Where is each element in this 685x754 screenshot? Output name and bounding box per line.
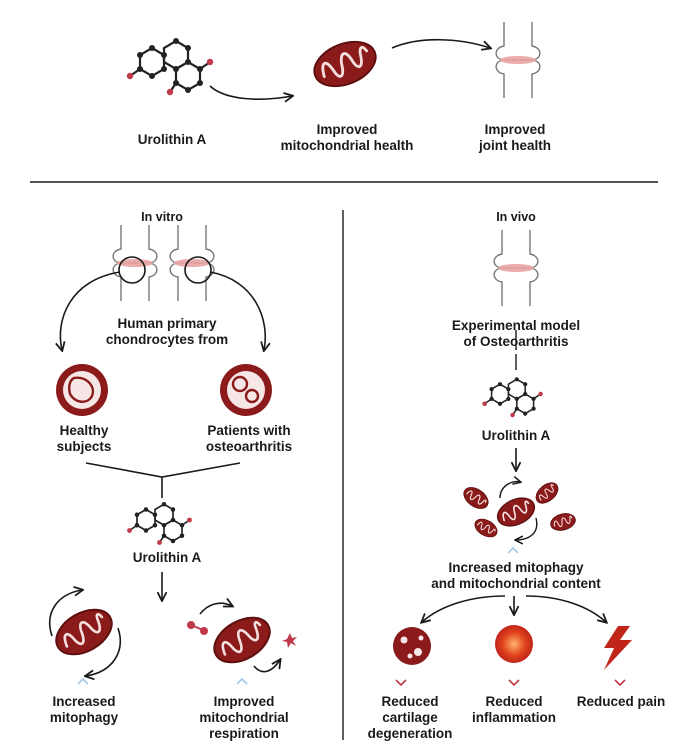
invivo-joint-icon bbox=[493, 229, 539, 307]
arrow-to-patients bbox=[209, 271, 265, 350]
oxygen-molecule-icon bbox=[187, 621, 208, 635]
respiration-arrow-out bbox=[253, 660, 280, 673]
top-mito-label: Improved mitochondrial health bbox=[280, 122, 414, 153]
cartilage-icon bbox=[393, 627, 431, 665]
respiration-label: Improved mitochondrial respiration bbox=[199, 694, 289, 741]
inflammation-icon bbox=[495, 625, 533, 663]
mitochondria-cluster-icon bbox=[459, 479, 578, 541]
mitophagy-arrow-1 bbox=[48, 590, 82, 637]
invitro-urolithin-label: Urolithin A bbox=[132, 550, 202, 565]
invivo-molecule-icon bbox=[481, 376, 544, 419]
mitophagy-label: Increased mitophagy bbox=[49, 694, 119, 725]
patient-cell-icon bbox=[220, 364, 272, 416]
increased-label: Increased mitophagy and mitochondrial co… bbox=[431, 560, 601, 591]
merge-connector bbox=[85, 462, 241, 498]
energy-burst-icon bbox=[282, 633, 297, 648]
respiration-mito-icon bbox=[205, 607, 279, 673]
inflammation-label: Reduced inflammation bbox=[471, 694, 556, 725]
arrow-to-pain bbox=[525, 595, 606, 622]
chevron-icon bbox=[507, 547, 519, 554]
respiration-arrow-in bbox=[199, 603, 232, 615]
pain-label: Reduced pain bbox=[576, 694, 666, 709]
cartilage-label: Reduced cartilage degeneration bbox=[367, 694, 453, 741]
arrow-to-cartilage bbox=[422, 595, 506, 622]
invitro-title: In vitro bbox=[141, 210, 183, 224]
chevron-icon bbox=[236, 678, 248, 685]
urolithin-molecule-icon bbox=[125, 36, 215, 97]
mitochondrion-icon bbox=[313, 40, 377, 88]
chevron-icon bbox=[77, 678, 89, 685]
invitro-joints-icon bbox=[112, 224, 215, 302]
invivo-title: In vivo bbox=[496, 210, 536, 224]
invivo-urolithin-label: Urolithin A bbox=[481, 428, 551, 443]
healthy-label: Healthy subjects bbox=[56, 423, 112, 454]
outcome-chevrons bbox=[395, 679, 626, 687]
chondrocytes-label: Human primary chondrocytes from bbox=[105, 316, 229, 347]
arrow-mito-to-joint bbox=[391, 38, 490, 48]
mitophagy-arrow-2 bbox=[86, 627, 121, 676]
arrow-to-healthy bbox=[60, 271, 121, 350]
joint-icon bbox=[495, 21, 541, 99]
top-urolithin-label: Urolithin A bbox=[137, 132, 207, 147]
mitophagy-mito-icon bbox=[47, 599, 121, 665]
pain-lightning-icon bbox=[604, 626, 632, 670]
patients-label: Patients with osteoarthritis bbox=[205, 423, 293, 454]
invitro-molecule-icon bbox=[126, 501, 193, 546]
arrow-uro-to-mito bbox=[209, 85, 292, 99]
model-label: Experimental model of Osteoarthritis bbox=[451, 318, 581, 349]
healthy-cell-icon bbox=[54, 362, 110, 418]
top-joint-label: Improved joint health bbox=[479, 122, 551, 153]
